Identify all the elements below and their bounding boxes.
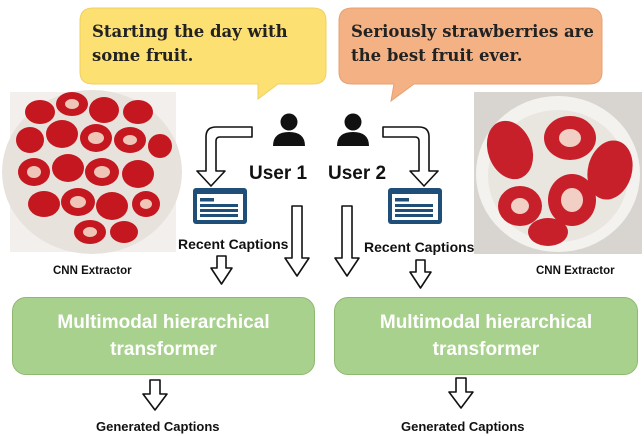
user1-to-transformer-arrow — [284, 205, 310, 277]
right-strawberry-photo — [474, 92, 642, 254]
left-strawberry-photo — [2, 90, 182, 254]
multimodal-transformer-left: Multimodal hierarchical transformer — [12, 297, 315, 375]
generated-captions-label-right: Generated Captions — [401, 419, 525, 434]
recent-captions-window-icon-right — [388, 188, 442, 224]
user1-label: User 1 — [249, 163, 308, 184]
recent-captions-window-icon-left — [193, 188, 247, 224]
user1-caption-text: Starting the day with some fruit. — [92, 22, 288, 65]
user1-speech-bubble — [79, 7, 327, 100]
recent-captions-label-left: Recent Captions — [178, 236, 289, 252]
user2-label: User 2 — [328, 163, 387, 184]
user2-caption-text: Seriously strawberries are the best frui… — [351, 22, 594, 65]
cnn-extractor-label-right: CNN Extractor — [536, 265, 615, 277]
user1-to-recent-arrow — [196, 126, 253, 187]
generated-captions-label-left: Generated Captions — [96, 419, 220, 434]
cnn-extractor-label-left: CNN Extractor — [53, 265, 132, 277]
recent-to-transformer-arrow-left — [210, 255, 233, 285]
recent-to-transformer-arrow-right — [409, 259, 432, 289]
user1-icon — [273, 113, 305, 146]
transformer-to-output-arrow-left — [142, 379, 168, 411]
user2-to-transformer-arrow — [334, 205, 360, 277]
recent-captions-label-right: Recent Captions — [364, 239, 475, 255]
multimodal-transformer-right: Multimodal hierarchical transformer — [334, 297, 638, 375]
user2-icon — [337, 113, 369, 146]
transformer-label-left: Multimodal hierarchical transformer — [57, 312, 270, 360]
user2-speech-bubble — [338, 7, 603, 103]
transformer-label-right: Multimodal hierarchical transformer — [379, 312, 593, 360]
transformer-to-output-arrow-right — [448, 377, 474, 409]
user2-to-recent-arrow — [382, 126, 439, 187]
